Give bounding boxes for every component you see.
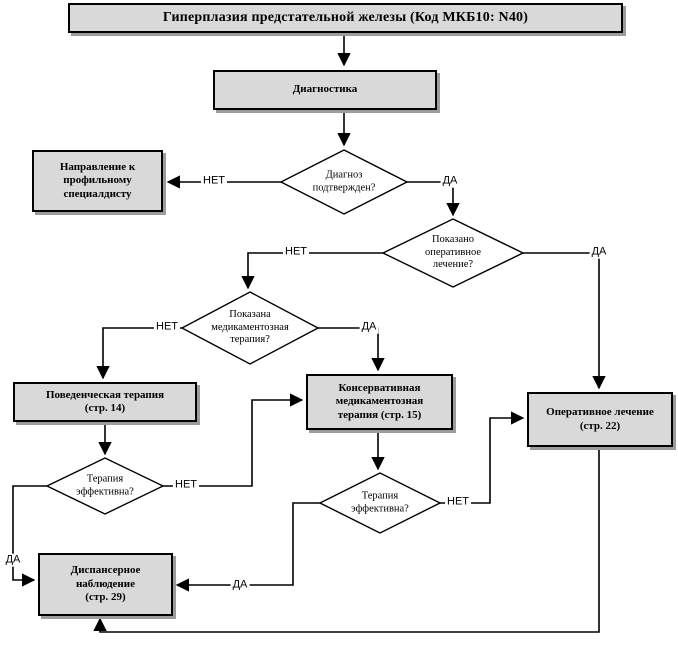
edge-label-yes-effective1: ДА (3, 553, 23, 567)
decision-surgery-indicated-shape (381, 218, 525, 288)
edge-effective2-no-surgical (440, 411, 525, 504)
title-box: Гиперплазия предстательной железы (Код М… (68, 3, 623, 33)
edge-label-yes-medicationq: ДА (359, 320, 379, 334)
node-behavioral-therapy: Поведенческая терапия (стр. 14) (13, 382, 197, 422)
decision-therapy-effective-left-label: Терапия эффективна? (76, 473, 134, 497)
edge-label-no-confirmed: НЕТ (201, 174, 227, 188)
edge-effective2-yes-dispensary (175, 502, 320, 592)
edge-medicationq-yes-conservative (318, 327, 385, 372)
decision-diagnosis-confirmed-shape (279, 149, 409, 215)
decision-therapy-effective-left-shape (45, 457, 165, 515)
node-dispensary-observation: Диспансерное наблюдение (стр. 29) (38, 553, 173, 616)
decision-diagnosis-confirmed-label: Диагноз подтвержден? (312, 169, 376, 193)
node-diagnostics: Диагностика (213, 70, 437, 110)
decision-medication-indicated-label: Показана медикаментозная терапия? (211, 309, 289, 346)
edge-surgical-loop-dispensary (93, 447, 600, 633)
edge-label-no-surgeryq: НЕТ (283, 245, 309, 259)
node-referral-specialist: Направление к профильному специалдисту (32, 150, 163, 212)
node-conservative-therapy: Консервативная медикаментозная терапия (… (306, 374, 453, 430)
edge-label-no-effective2: НЕТ (445, 495, 471, 509)
edge-surgeryq-no-medicationq (241, 252, 383, 290)
decision-medication-indicated-shape (180, 291, 320, 365)
edge-effective1-yes-dispensary (12, 485, 47, 587)
edge-label-yes-effective2: ДА (230, 578, 250, 592)
decision-therapy-effective-right-shape (318, 472, 442, 534)
edge-surgeryq-yes-surgical (523, 252, 606, 390)
edge-label-no-medicationq: НЕТ (154, 320, 180, 334)
decision-surgery-indicated-label: Показано оперативное лечение? (425, 234, 481, 271)
edge-effective1-no-conservative (163, 393, 304, 487)
edge-label-no-effective1: НЕТ (173, 478, 199, 492)
edge-medicationq-no-behavioral (96, 327, 182, 380)
edge-label-yes-confirmed: ДА (440, 174, 460, 188)
node-surgical-treatment: Оперативное лечение (стр. 22) (527, 392, 673, 447)
decision-therapy-effective-right-label: Терапия эффективна? (351, 490, 409, 514)
edge-label-yes-surgeryq: ДА (589, 245, 609, 259)
